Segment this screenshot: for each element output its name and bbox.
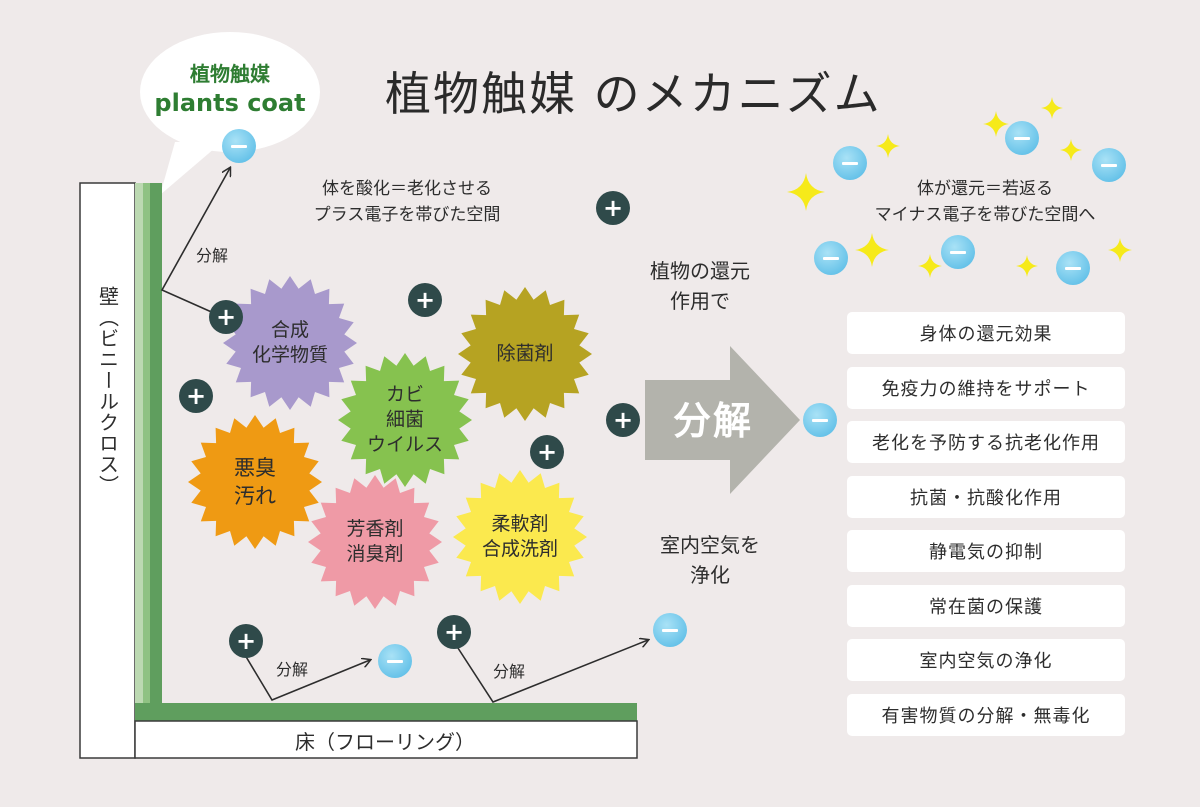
minus-ion-icon [378,644,412,678]
effect-item: 室内空気の浄化 [847,639,1125,681]
pollutant-label: 悪臭汚れ [234,454,276,510]
effect-item: 常在菌の保護 [847,584,1125,627]
minus-ion-icon [1092,148,1126,182]
pollutant-label-line: 細菌 [385,408,425,431]
wall-coating [135,183,162,703]
process-note-line-2: 作用で [670,289,730,313]
plus-ion-icon: + [596,191,630,225]
bubble-line-2: plants coat [154,89,306,117]
wall-decompose-arrow [160,168,230,319]
minus-ion-icon [803,403,837,437]
minus-ion-icon [1056,251,1090,285]
pollutant-label: 除菌剤 [496,342,553,367]
minus-ion-icon [833,146,867,180]
pollutant-label-line: 消臭剤 [346,543,404,565]
floor-label: 床（フローリング） [295,730,475,754]
minus-ion-icon [941,235,975,269]
pollutant-label: 合成化学物質 [252,318,328,368]
floor-coating [135,703,637,721]
pollutant-label: カビ細菌ウイルス [367,383,443,458]
wall-label: 壁（ビニールクロス） [95,286,120,496]
pollutant-burst [308,475,442,609]
minus-note-line-2: マイナス電子を帯びた空間へ [874,205,1096,225]
pollutant-label: 芳香剤消臭剤 [346,517,403,567]
page-title: 植物触媒 のメカニズム [385,67,882,121]
effects-list: 身体の還元効果 免疫力の維持をサポート 老化を予防する抗老化作用 抗菌・抗酸化作… [847,312,1125,748]
pollutant-label-line: 合成 [270,319,310,341]
effect-item: 老化を予防する抗老化作用 [847,421,1125,463]
floor [134,720,638,759]
pollutant-burst [458,287,592,421]
sparkle-icon [1060,139,1082,161]
purify-note: 室内空気を 浄化 [625,530,795,590]
sparkle-icon [983,111,1009,137]
big-arrow-label: 分解 [672,399,753,443]
big-arrow [645,346,800,494]
pollutant-burst [453,470,587,604]
pollutant-burst [338,353,472,487]
pollutant-label-line: 除菌剤 [496,342,554,365]
pollutant-label-line: 合成洗剤 [481,538,559,560]
effect-item: 抗菌・抗酸化作用 [847,475,1125,518]
effect-item: 静電気の抑制 [847,530,1125,572]
sparkle-icon [1041,97,1063,119]
plus-ion-icon: + [408,283,442,317]
minus-note-line-1: 体が還元＝若返る [917,179,1053,199]
floor-decompose-arrow-2 [455,640,648,703]
pollutant-label-line: 芳香剤 [346,518,404,540]
pollutant-label-line: ウイルス [366,433,444,456]
bubble-line-1: 植物触媒 [190,62,270,86]
plus-ion-icon: + [530,435,564,469]
plus-space-note: 体を酸化＝老化させる プラス電子を帯びた空間 [272,176,542,228]
decompose-label-floor-1: 分解 [276,660,309,679]
plus-note-line-1: 体を酸化＝老化させる [322,179,492,199]
bubble-label: 植物触媒 plants coat [150,58,310,117]
pollutant-label-line: 悪臭 [234,456,276,480]
plus-ion-icon: + [229,624,263,658]
pollutant-burst [188,415,322,549]
decompose-label-wall: 分解 [196,246,229,265]
plus-note-line-2: プラス電子を帯びた空間 [313,205,501,225]
minus-space-note: 体が還元＝若返る マイナス電子を帯びた空間へ [840,176,1130,228]
decompose-label-floor-2: 分解 [493,662,526,681]
plus-ion-icon: + [209,300,243,334]
plus-ion-icon: + [437,615,471,649]
process-note-line-1: 植物の還元 [650,259,750,283]
minus-ion-icon [1005,121,1039,155]
sparkle-icon [918,254,942,278]
purify-note-line-2: 浄化 [690,563,730,587]
pollutant-label: 柔軟剤合成洗剤 [482,512,558,562]
minus-ion-icon [653,613,687,647]
minus-ion-icon [222,129,256,163]
minus-ion-icon [814,241,848,275]
pollutant-label-line: 化学物質 [251,344,329,366]
sparkle-icon [876,134,900,158]
sparkle-icon [787,173,825,211]
purify-note-line-1: 室内空気を [660,533,760,557]
plus-ion-icon: + [606,403,640,437]
sparkle-icon [1016,255,1038,277]
pollutant-burst [223,276,357,410]
sparkle-icon [1108,238,1132,262]
plus-ion-icon: + [179,379,213,413]
effect-item: 免疫力の維持をサポート [847,366,1125,409]
wall [79,182,136,759]
speech-bubble [140,32,320,195]
effect-item: 身体の還元効果 [847,312,1125,354]
process-note: 植物の還元 作用で [630,256,770,316]
pollutant-label-line: カビ [385,383,425,406]
pollutant-label-line: 汚れ [234,484,276,508]
sparkle-icon [855,233,889,267]
pollutant-label-line: 柔軟剤 [491,513,549,535]
floor-decompose-arrow-1 [244,654,370,701]
effect-item: 有害物質の分解・無毒化 [847,693,1125,736]
